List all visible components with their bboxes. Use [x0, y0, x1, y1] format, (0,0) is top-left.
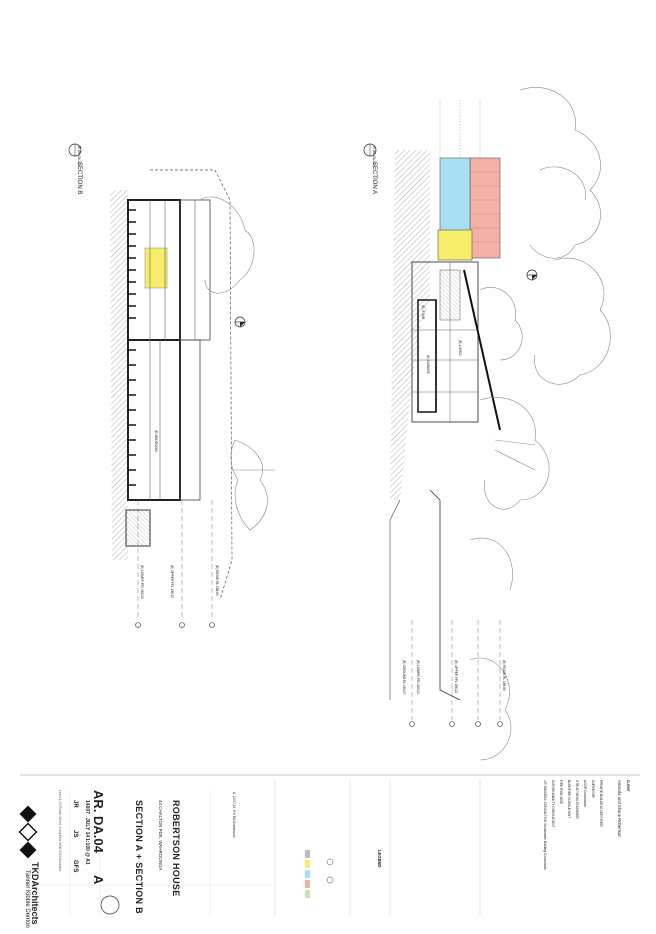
room-label-bedroom: (E) BEDROOM: [154, 430, 158, 452]
revision-letter: A: [91, 875, 106, 885]
consultant-5: FIRE RISK MGR: [559, 780, 563, 804]
section-b-title: SECTION B: [76, 162, 82, 195]
sheet-title: SECTION A + SECTION B: [134, 800, 144, 914]
checked-by: JS: [72, 830, 78, 838]
legend-swatches: [305, 850, 334, 898]
section-a-level-ground: (E) GROUND RL 180.97: [402, 660, 406, 695]
section-a-level-upper: (E) UPPER FFL 186.22: [454, 660, 458, 694]
section-b-level-upper: (E) UPPER FFL 186.22: [170, 565, 174, 599]
project-address: 44 CHALTON PDE, WAHROONGA: [158, 800, 163, 871]
room-label-living: (E) LIVING: [458, 340, 462, 356]
section-b-drawing: [68, 143, 275, 628]
section-b-ground-hatch: [110, 190, 128, 560]
drawing-number: AR. DA.04: [91, 790, 106, 853]
section-b-lower-block: [127, 339, 181, 501]
consultant-4: BUSHFIRE CONSULTANT: [567, 780, 571, 819]
firm-name: TKDArchitects: [30, 862, 40, 925]
consultant-7: J.P. WASSELL CONSULTING Sustainable Buil…: [543, 780, 547, 870]
consultant-2: ACOR Consultants: [583, 780, 587, 807]
section-b-level-lower: (E) LOWER FFL 183.22: [140, 565, 144, 599]
section-a-ground-hatch: [390, 150, 430, 500]
scale-value: 1:100 @ A1: [84, 838, 90, 865]
section-a-main-structure: [411, 261, 479, 423]
section-a-sloped-roof: [463, 269, 501, 431]
project-title: ROBERTSON HOUSE: [171, 800, 181, 897]
section-b-yellow-highlight: [144, 247, 168, 289]
firm-address: Level 1, 19 Foster Street, Surry Hills N…: [58, 790, 62, 871]
tkd-logo: [18, 805, 38, 859]
section-a-pink-block: [469, 157, 501, 259]
section-b-level-ridge: (E) RIDGE RL 188.80: [215, 565, 219, 596]
room-label-stair: (E) STAIR: [421, 305, 425, 320]
firm-full-name: Tanner Kibble Denton: [24, 870, 30, 928]
client-label: CLIENT: [626, 780, 630, 792]
section-a-yellow-block: [437, 229, 473, 261]
consultant-3: STRUCTURAL ENGINEER: [575, 780, 579, 819]
legend-label: LEGEND: [377, 850, 382, 868]
date-value: JULY 14: [84, 818, 90, 838]
section-a-level-lower: (E) LOWER FFL 183.22: [416, 660, 420, 694]
approved-by: GFS: [72, 860, 78, 873]
revision-row: A 10.07.14 For DA Submission: [232, 792, 236, 838]
consultant-6: SUSTAINABILITY CONSULTANT: [551, 780, 555, 828]
section-a-trees: [469, 87, 611, 761]
section-a-drawing: [363, 87, 611, 761]
drawn-by: JR: [72, 800, 78, 808]
section-a-level-ridge: (E) RIDGE RL 188.80: [502, 660, 506, 691]
client-name: Amanda and Shane Robertson: [617, 780, 622, 838]
consultant-0: PRIVATE BUILDING CERTIFIER: [599, 780, 603, 827]
room-label-garage: (E) GARAGE: [426, 355, 430, 374]
consultant-1: SURVEYOR: [591, 780, 595, 798]
north-point-circle: [100, 895, 120, 915]
project-number: 14007: [84, 800, 90, 814]
title-block-frame: [18, 774, 640, 915]
section-a-title: SECTION A: [371, 162, 377, 195]
